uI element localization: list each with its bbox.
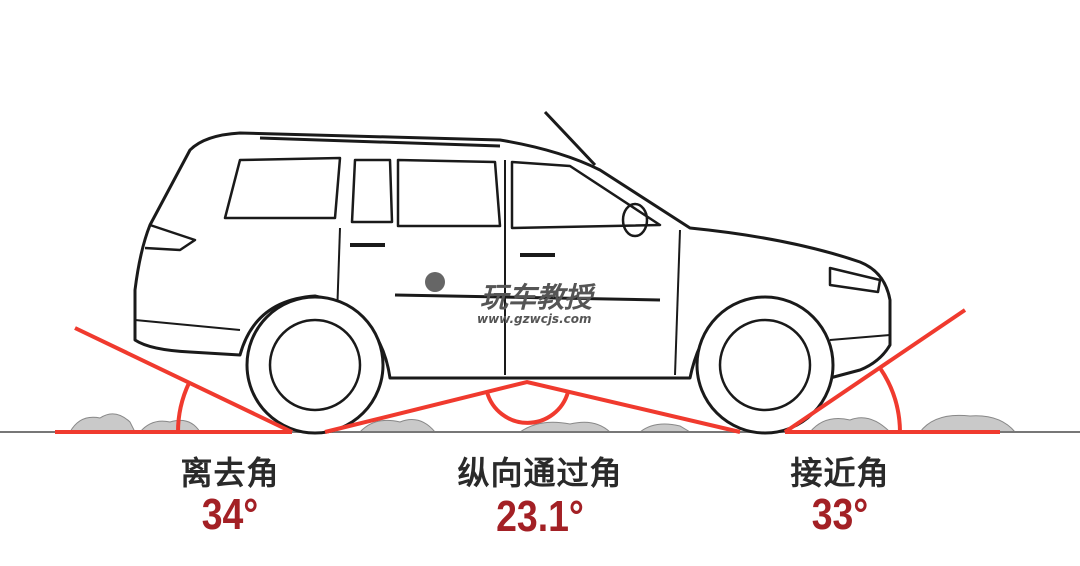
approach-angle-lines: [783, 308, 1000, 434]
breakover-angle-lines: [324, 379, 741, 434]
watermark-brand: 玩车教授: [480, 281, 593, 314]
ground-bushes: [69, 413, 1017, 433]
suv-outline: [133, 110, 892, 435]
approach-angle-label: 接近角: [790, 454, 890, 492]
breakover-angle-label: 纵向通过角: [457, 454, 623, 492]
watermark-logo-icon: [425, 272, 445, 292]
approach-angle-value: 33°: [811, 490, 869, 539]
departure-angle-value: 34°: [201, 490, 259, 539]
watermark-url: www.gzwcjs.com: [477, 312, 592, 326]
departure-angle-label: 离去角: [180, 454, 280, 492]
breakover-angle-value: 23.1°: [496, 492, 584, 541]
departure-angle-lines: [55, 326, 293, 434]
